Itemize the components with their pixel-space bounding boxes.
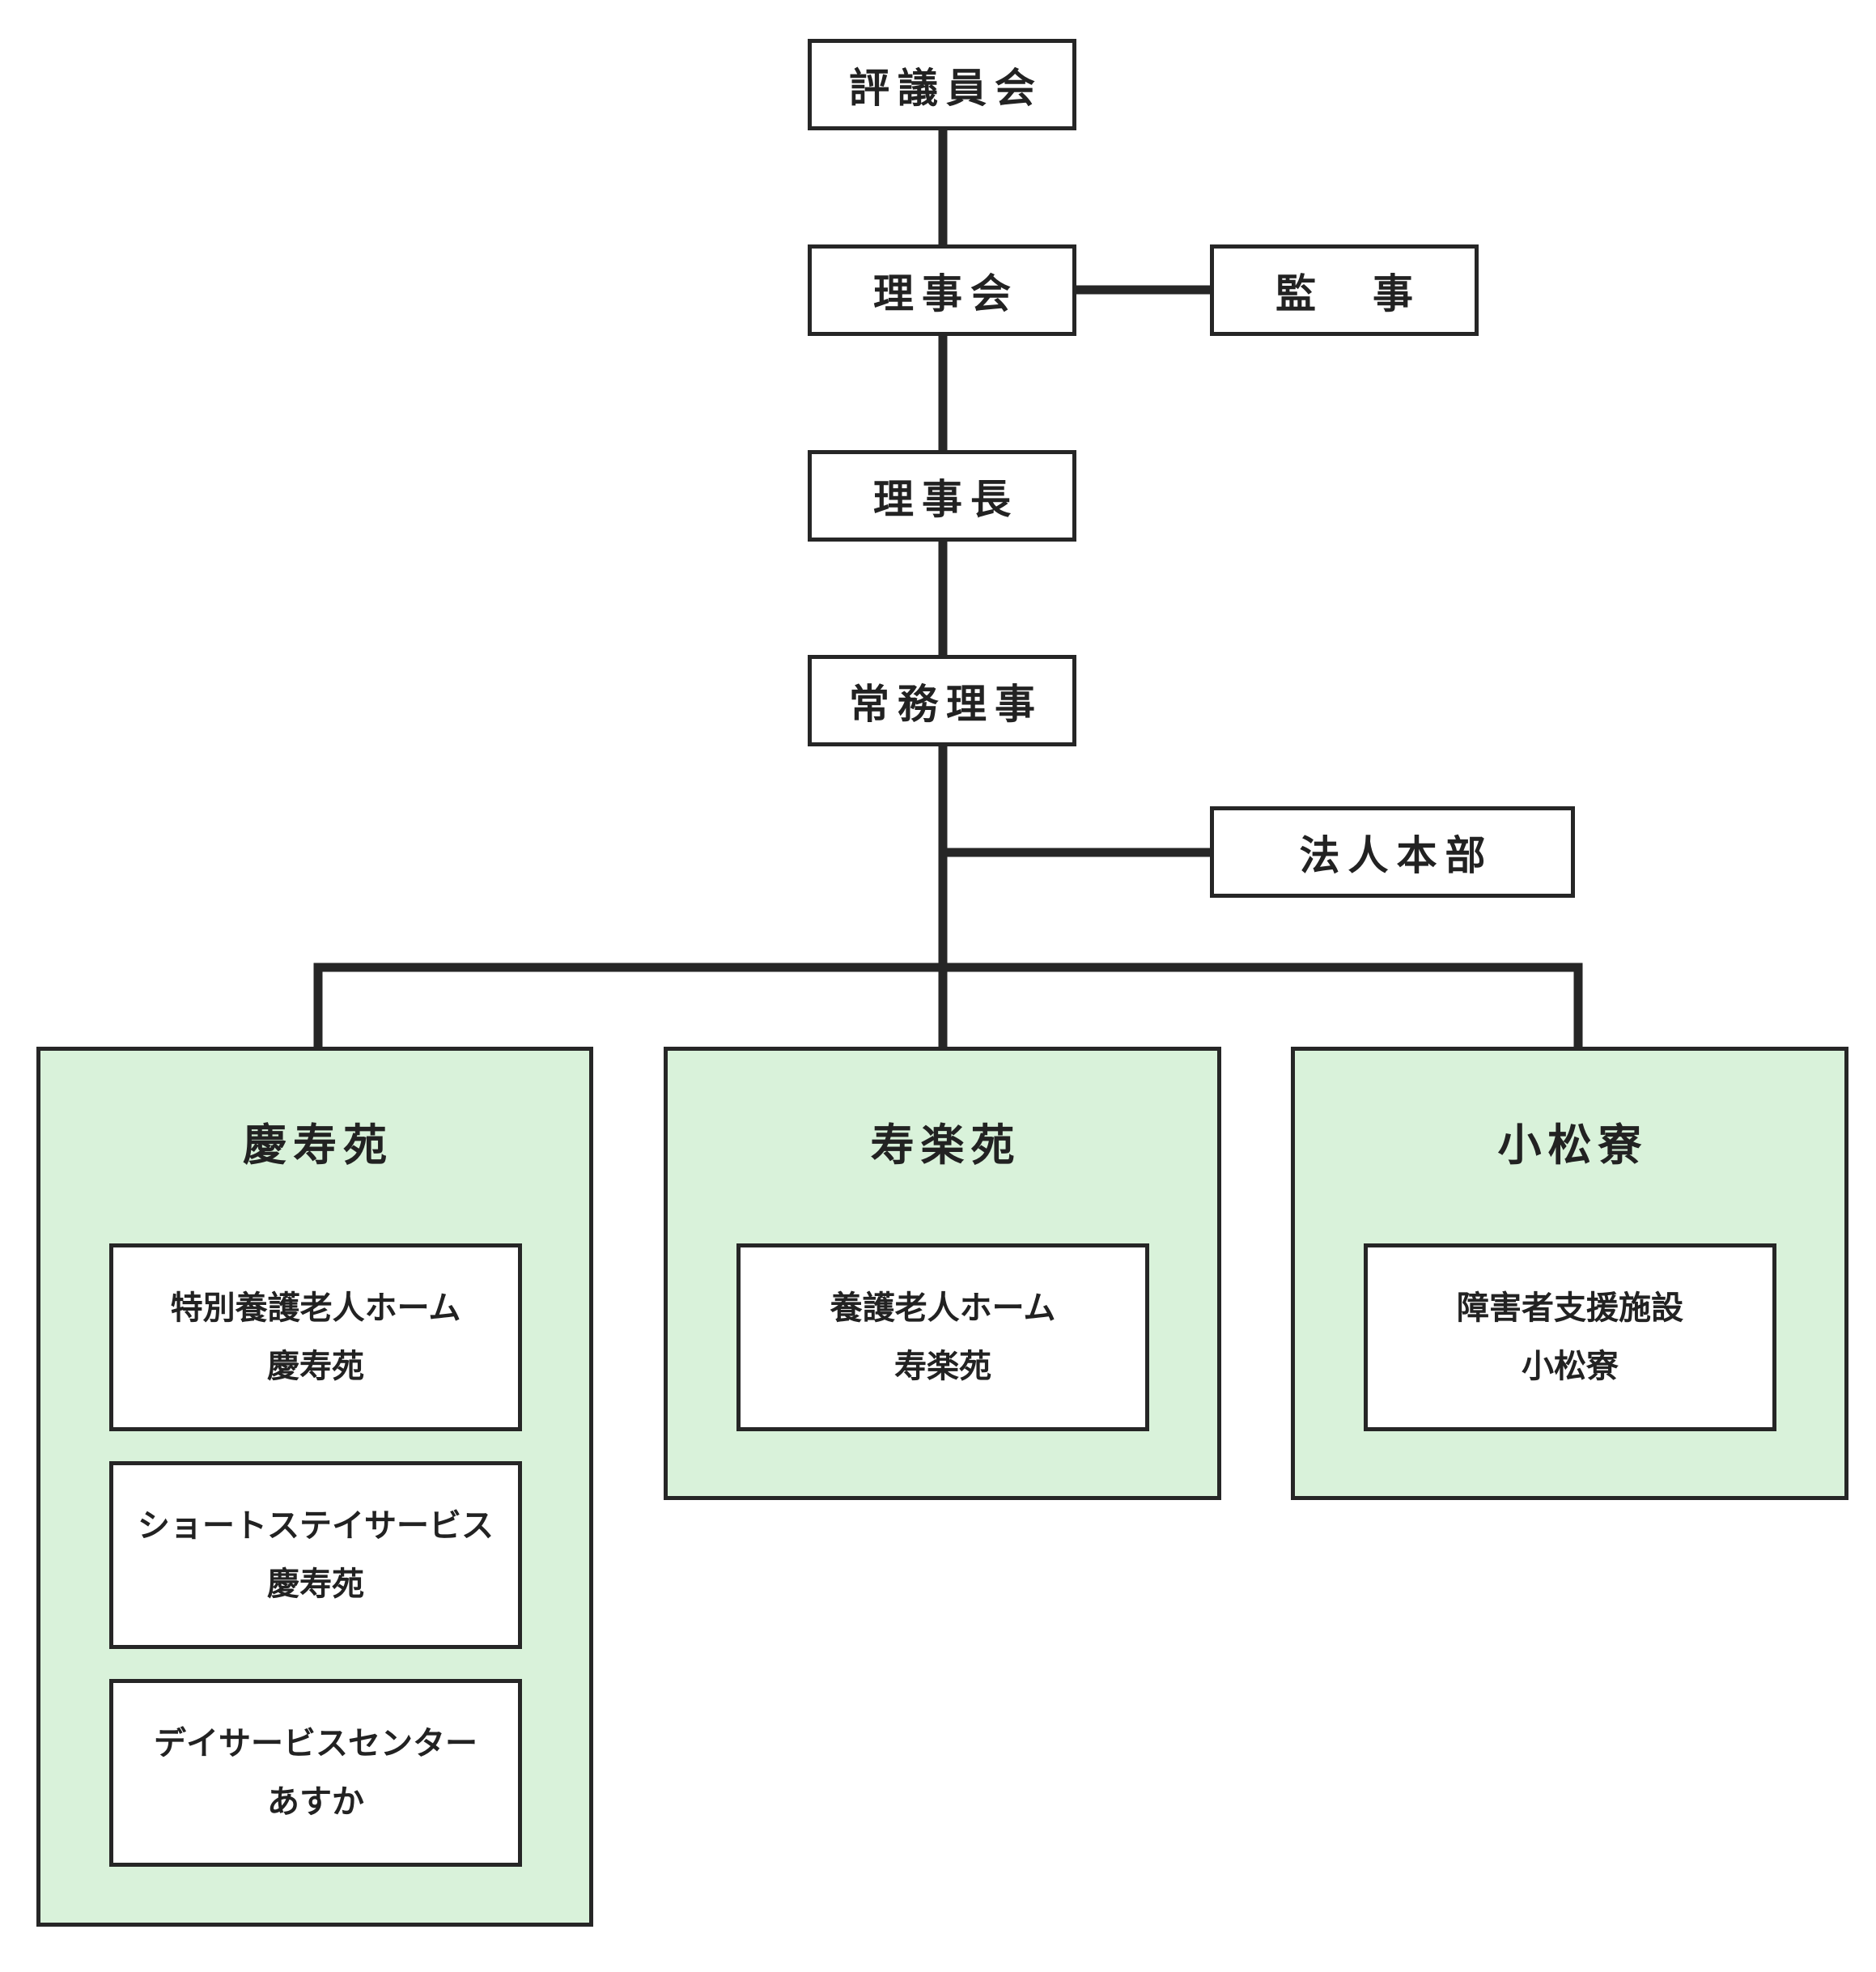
- service-box: 特別養護老人ホーム 慶寿苑: [109, 1243, 522, 1431]
- service-name: あすか: [267, 1783, 364, 1821]
- service-box: 障害者支援施設 小松寮: [1364, 1243, 1776, 1431]
- facility-keijuen: 慶寿苑 特別養護老人ホーム 慶寿苑 ショートステイサービス 慶寿苑 デイサービス…: [36, 1047, 593, 1927]
- line-branch-to-facilities: [313, 963, 1583, 1048]
- service-name: 慶寿苑: [267, 1566, 364, 1603]
- service-type: デイサービスセンター: [154, 1725, 477, 1762]
- facility-title: 慶寿苑: [243, 1120, 393, 1171]
- board-label: 理事会: [873, 270, 1019, 317]
- service-box: デイサービスセンター あすか: [109, 1679, 522, 1867]
- headquarters-label: 法人本部: [1299, 831, 1494, 879]
- service-box: 養護老人ホーム 寿楽苑: [736, 1243, 1149, 1431]
- facility-title: 小松寮: [1497, 1120, 1649, 1171]
- executive-box: 常務理事: [808, 655, 1076, 746]
- service-type: 養護老人ホーム: [830, 1290, 1056, 1327]
- service-name: 慶寿苑: [267, 1348, 364, 1385]
- auditor-label: 監 事: [1275, 270, 1421, 317]
- chairman-box: 理事長: [808, 450, 1076, 542]
- facility-title: 寿楽苑: [870, 1120, 1021, 1171]
- executive-label: 常務理事: [849, 680, 1043, 728]
- service-name: 寿楽苑: [894, 1348, 991, 1385]
- service-type: ショートステイサービス: [138, 1507, 494, 1545]
- service-box: ショートステイサービス 慶寿苑: [109, 1461, 522, 1649]
- service-name: 小松寮: [1522, 1348, 1619, 1385]
- board-box: 理事会: [808, 244, 1076, 336]
- council-label: 評議員会: [849, 64, 1043, 112]
- service-type: 特別養護老人ホーム: [170, 1290, 461, 1327]
- facility-juraku-en: 寿楽苑 養護老人ホーム 寿楽苑: [664, 1047, 1221, 1500]
- facility-komatsuryo: 小松寮 障害者支援施設 小松寮: [1291, 1047, 1848, 1500]
- council-box: 評議員会: [808, 39, 1076, 130]
- auditor-box: 監 事: [1210, 244, 1479, 336]
- headquarters-box: 法人本部: [1210, 806, 1575, 898]
- service-type: 障害者支援施設: [1457, 1290, 1683, 1327]
- chairman-label: 理事長: [873, 475, 1019, 523]
